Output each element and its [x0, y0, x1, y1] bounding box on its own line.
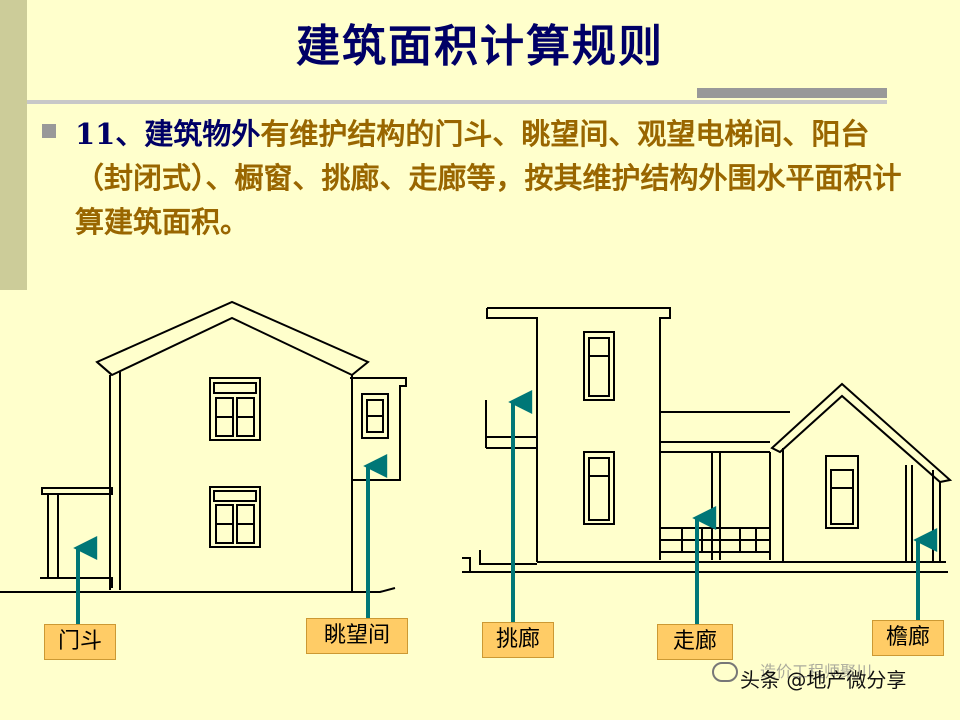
- item-lead: 、建筑物外: [115, 117, 261, 151]
- watermark-logo-icon: [712, 662, 738, 682]
- item-body: 有维护结构的门斗、眺望间、观望电梯间、阳台（封闭式）、橱窗、挑廊、走廊等，按其维…: [75, 117, 902, 239]
- label-yan-lang: 檐廊: [872, 620, 944, 656]
- label-men-dou: 门斗: [44, 624, 116, 660]
- watermark-text: 头条 @地产微分享: [740, 668, 907, 692]
- item-number: 11: [75, 117, 116, 151]
- left-house-drawing: [0, 300, 407, 593]
- label-zou-lang: 走廊: [657, 624, 733, 660]
- slide-title: 建筑面积计算规则: [296, 21, 664, 72]
- watermark-faint: 造价工程师聚川: [760, 662, 873, 681]
- side-bar: [0, 0, 27, 290]
- bullet-square-icon: [42, 124, 56, 138]
- label-tiao-wang-jian: 眺望间: [306, 618, 408, 654]
- label-tiao-lang: 挑廊: [482, 622, 554, 658]
- building-drawings: [0, 300, 953, 624]
- right-house-drawing: [462, 307, 953, 573]
- title-rule-dark: [697, 88, 887, 98]
- title-rule-light: [27, 100, 887, 104]
- rule-paragraph: 11、建筑物外有维护结构的门斗、眺望间、观望电梯间、阳台（封闭式）、橱窗、挑廊、…: [75, 112, 905, 244]
